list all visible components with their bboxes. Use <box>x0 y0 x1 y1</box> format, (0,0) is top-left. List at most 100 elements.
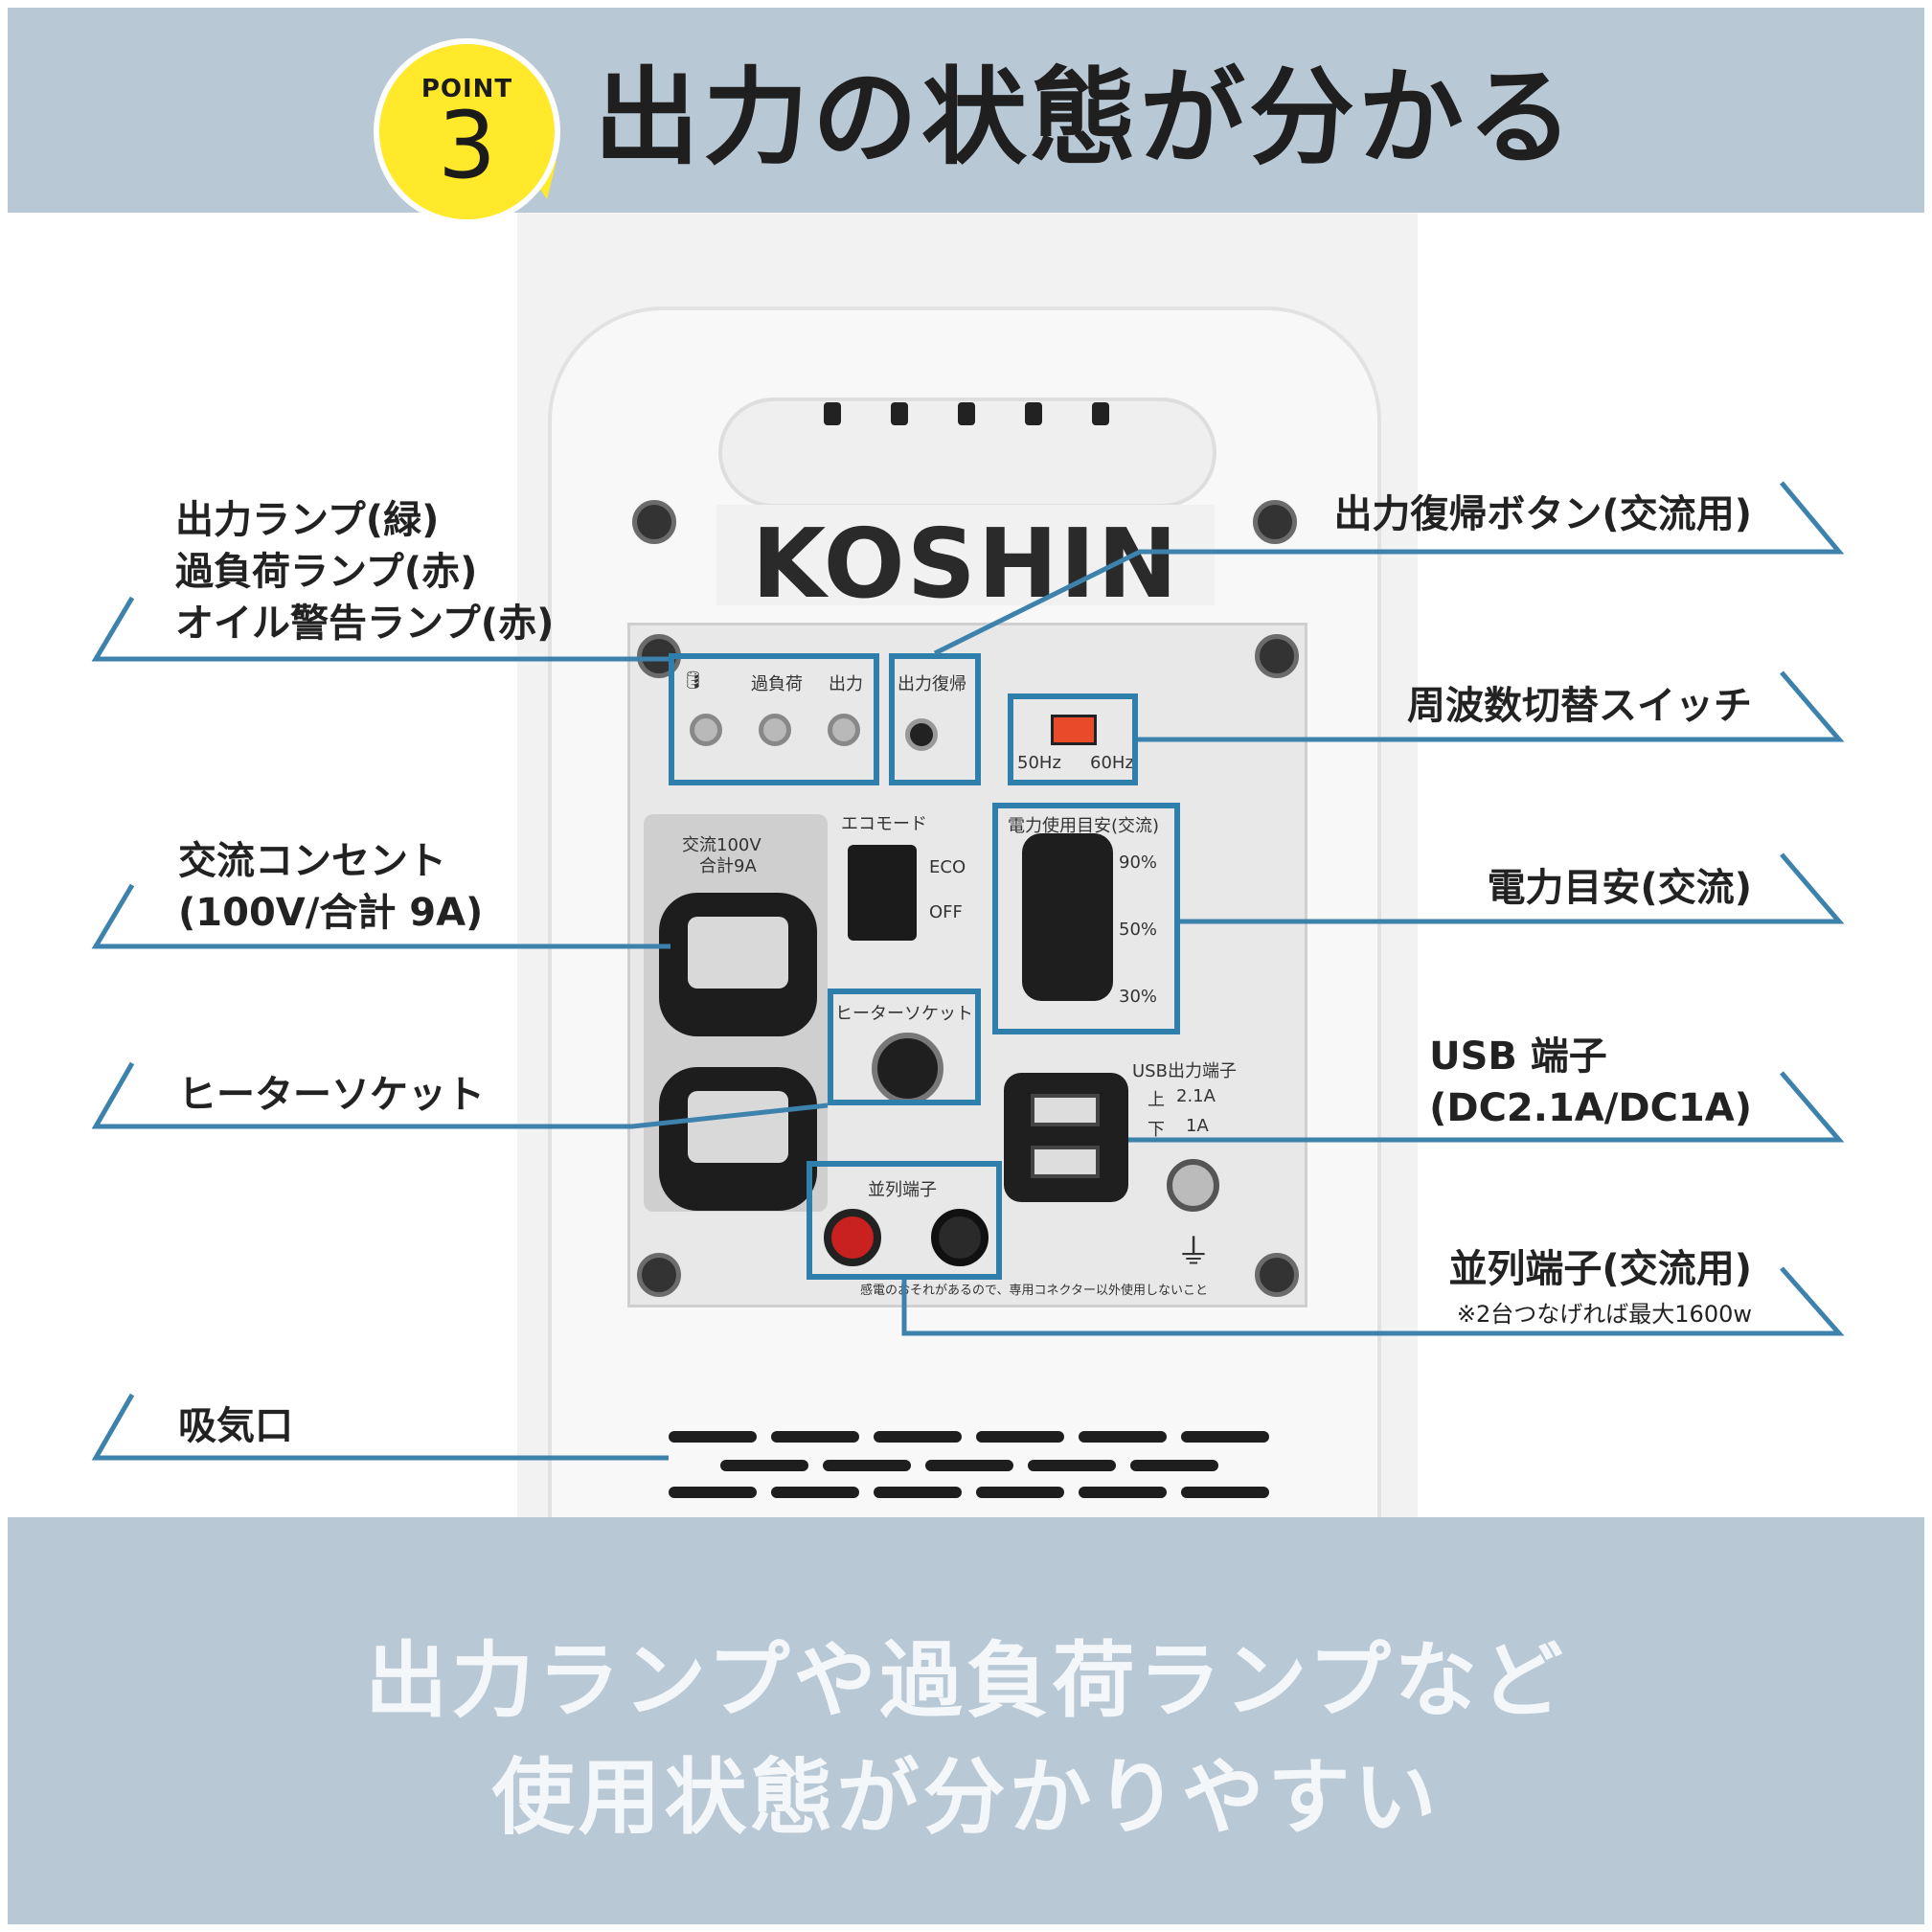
ground-icon: ⏚ <box>1176 1233 1212 1272</box>
point-badge: POINT 3 <box>374 38 560 225</box>
header-band <box>8 8 1924 213</box>
footer-line1: 出力ランプや過負荷ランプなど <box>365 1633 1567 1729</box>
top-vent-dot <box>958 402 975 425</box>
intake-vent-slot <box>1181 1487 1269 1498</box>
gauge-30-label: 30% <box>1119 987 1158 1007</box>
intake-vent-slot <box>720 1460 808 1471</box>
footer-band <box>8 1517 1924 1924</box>
page-title: 出力の状態が分かる <box>594 57 1577 179</box>
intake-vent-slot <box>874 1431 962 1443</box>
callout-ac-outlet: 交流コンセント (100V/合計 9A) <box>178 835 483 939</box>
callout-lamps: 出力ランプ(緑) 過負荷ランプ(赤) オイル警告ランプ(赤) <box>175 494 554 649</box>
usb-lower-label: 下 <box>1148 1120 1165 1140</box>
parallel-warning: 感電のおそれがあるので、専用コネクター以外使用しないこと <box>860 1284 1208 1298</box>
screw-icon <box>1255 1253 1299 1297</box>
leader-line-usb <box>1128 1071 1845 1143</box>
reset-highlight <box>889 653 981 785</box>
intake-vent-slot <box>925 1460 1013 1471</box>
parallel-label: 並列端子 <box>868 1180 937 1200</box>
off-label: OFF <box>929 902 963 922</box>
oil-can-icon: 🛢 <box>682 671 704 691</box>
callout-power-gauge: 電力目安(交流) <box>1487 866 1752 910</box>
usb-port-upper[interactable] <box>1031 1094 1100 1126</box>
outlet-face <box>688 917 788 989</box>
ac-outlet-label-1: 交流100V <box>682 835 761 855</box>
screw-icon <box>1253 500 1297 544</box>
top-vent-dot <box>824 402 841 425</box>
reset-button[interactable] <box>905 718 938 751</box>
output-lamp <box>828 714 860 746</box>
intake-vent-slot <box>1079 1487 1167 1498</box>
freq-switch-highlight <box>1008 693 1138 785</box>
top-vent-dot <box>1025 402 1042 425</box>
leader-line-freq <box>1138 671 1845 742</box>
gauge-90-label: 90% <box>1119 852 1158 873</box>
screw-icon <box>1255 634 1299 678</box>
callout-parallel: 並列端子(交流用) <box>1448 1247 1752 1291</box>
ground-terminal[interactable] <box>1167 1159 1219 1212</box>
top-vent-dot <box>1092 402 1109 425</box>
ac-outlet-upper[interactable] <box>659 893 817 1036</box>
power-gauge-highlight <box>992 803 1180 1034</box>
intake-vent-slot <box>976 1487 1064 1498</box>
callout-lamps-line2: 過負荷ランプ(赤) <box>175 550 478 594</box>
usb-rubber-cover <box>1022 833 1113 1001</box>
intake-vent-slot <box>1181 1431 1269 1443</box>
badge-point-text: POINT <box>420 75 513 103</box>
callout-ac-outlet-line2: (100V/合計 9A) <box>178 891 484 935</box>
callout-usb: USB 端子 (DC2.1A/DC1A) <box>1429 1031 1752 1134</box>
lamps-highlight <box>669 653 879 785</box>
badge-number: 3 <box>437 92 497 199</box>
leader-line-reset <box>933 481 1845 656</box>
overload-label: 過負荷 <box>751 674 803 694</box>
leader-line-gauge <box>1180 852 1845 924</box>
screw-icon <box>632 500 676 544</box>
eco-label: ECO <box>929 857 966 877</box>
intake-vent-slot <box>771 1487 859 1498</box>
usb-upper-label: 上 <box>1148 1090 1165 1110</box>
parallel-terminal-black[interactable] <box>931 1209 989 1266</box>
intake-vent-slot <box>823 1460 911 1471</box>
screw-icon <box>637 1253 681 1297</box>
intake-vent-slot <box>669 1487 757 1498</box>
ac-outlet-label-2: 合計9A <box>699 856 757 876</box>
callout-parallel-note: ※2台つなげれば最大1600w <box>1456 1301 1752 1328</box>
intake-vent-slot <box>1028 1460 1116 1471</box>
oil-warning-lamp <box>690 714 722 746</box>
callout-usb-line2: (DC2.1A/DC1A) <box>1429 1086 1752 1130</box>
parallel-terminal-red[interactable] <box>824 1209 881 1266</box>
callout-lamps-line3: オイル警告ランプ(赤) <box>175 602 555 646</box>
usb-lower-value: 1A <box>1186 1116 1209 1136</box>
intake-vent-slot <box>771 1431 859 1443</box>
power-gauge-label: 電力使用目安(交流) <box>1008 816 1160 836</box>
parallel-highlight <box>807 1161 1002 1280</box>
hz50-label: 50Hz <box>1017 753 1061 773</box>
brand-logo: KOSHIN <box>751 508 1180 620</box>
footer-line2: 使用状態が分かりやすい <box>491 1750 1441 1846</box>
frequency-switch[interactable] <box>1051 715 1097 745</box>
callout-heater: ヒーターソケット <box>178 1073 485 1117</box>
reset-label: 出力復帰 <box>898 674 966 694</box>
callout-ac-outlet-line1: 交流コンセント <box>178 839 446 883</box>
intake-vent-slot <box>1130 1460 1218 1471</box>
intake-vent-slot <box>669 1431 757 1443</box>
leader-line-ac-outlet <box>91 883 671 949</box>
gauge-50-label: 50% <box>1119 920 1158 940</box>
usb-output-label: USB出力端子 <box>1132 1061 1237 1081</box>
outlet-face <box>688 1091 788 1163</box>
ac-outlet-lower[interactable] <box>659 1067 817 1211</box>
leader-line-parallel <box>901 1266 1845 1336</box>
leader-line-lamps <box>91 596 669 662</box>
callout-lamps-line1: 出力ランプ(緑) <box>175 498 440 542</box>
output-label: 出力 <box>829 674 863 694</box>
callout-reset-button: 出力復帰ボタン(交流用) <box>1333 492 1752 536</box>
usb-port-lower[interactable] <box>1031 1146 1100 1178</box>
overload-lamp <box>759 714 791 746</box>
intake-vent-slot <box>1079 1431 1167 1443</box>
usb-port-block <box>1004 1073 1128 1202</box>
leader-line-intake <box>91 1393 669 1461</box>
intake-vent-slot <box>874 1487 962 1498</box>
heater-highlight <box>828 989 981 1105</box>
eco-mode-switch[interactable] <box>848 845 917 941</box>
intake-vent-slot <box>976 1431 1064 1443</box>
